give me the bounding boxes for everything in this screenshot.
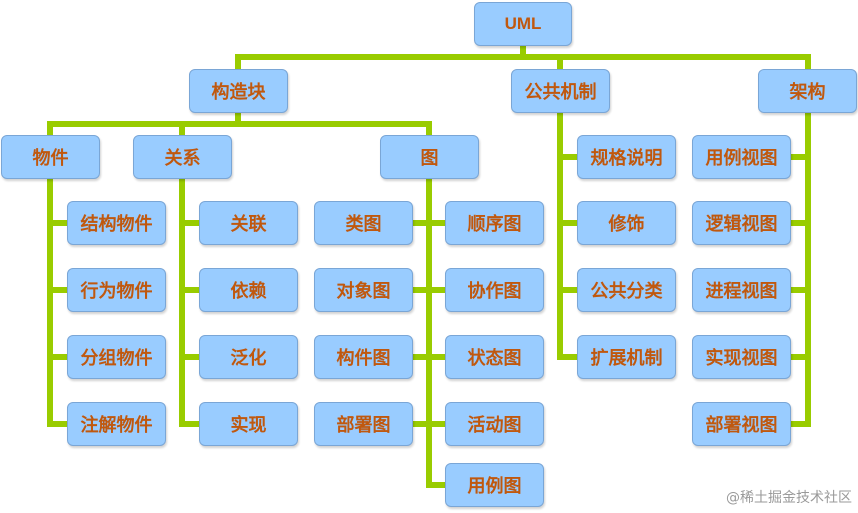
node-uml-root: UML — [474, 2, 572, 46]
node-process-view: 进程视图 — [692, 268, 791, 312]
watermark: @稀土掘金技术社区 — [726, 490, 852, 506]
node-diagrams: 图 — [380, 135, 479, 179]
node-architecture: 架构 — [758, 69, 857, 113]
node-deployment-diagram: 部署图 — [314, 402, 413, 446]
node-class-diagram: 类图 — [314, 201, 413, 245]
node-object-diagram: 对象图 — [314, 268, 413, 312]
node-component-diagram: 构件图 — [314, 335, 413, 379]
node-annotational-things: 注解物件 — [67, 402, 166, 446]
node-common-mechanisms: 公共机制 — [511, 69, 610, 113]
node-common-divisions: 公共分类 — [577, 268, 676, 312]
node-behavioral-things: 行为物件 — [67, 268, 166, 312]
node-grouping-things: 分组物件 — [67, 335, 166, 379]
node-realization: 实现 — [199, 402, 298, 446]
node-implementation-view: 实现视图 — [692, 335, 791, 379]
node-statechart-diagram: 状态图 — [445, 335, 544, 379]
node-things: 物件 — [1, 135, 100, 179]
node-use-case-diagram: 用例图 — [445, 463, 544, 507]
node-adornments: 修饰 — [577, 201, 676, 245]
node-building-blocks: 构造块 — [189, 69, 288, 113]
node-deployment-view: 部署视图 — [692, 402, 791, 446]
node-sequence-diagram: 顺序图 — [445, 201, 544, 245]
node-structural-things: 结构物件 — [67, 201, 166, 245]
node-generalization: 泛化 — [199, 335, 298, 379]
node-collaboration-diagram: 协作图 — [445, 268, 544, 312]
node-logical-view: 逻辑视图 — [692, 201, 791, 245]
node-association: 关联 — [199, 201, 298, 245]
node-relationships: 关系 — [133, 135, 232, 179]
node-extensibility-mechanisms: 扩展机制 — [577, 335, 676, 379]
node-specifications: 规格说明 — [577, 135, 676, 179]
node-activity-diagram: 活动图 — [445, 402, 544, 446]
node-use-case-view: 用例视图 — [692, 135, 791, 179]
node-dependency: 依赖 — [199, 268, 298, 312]
